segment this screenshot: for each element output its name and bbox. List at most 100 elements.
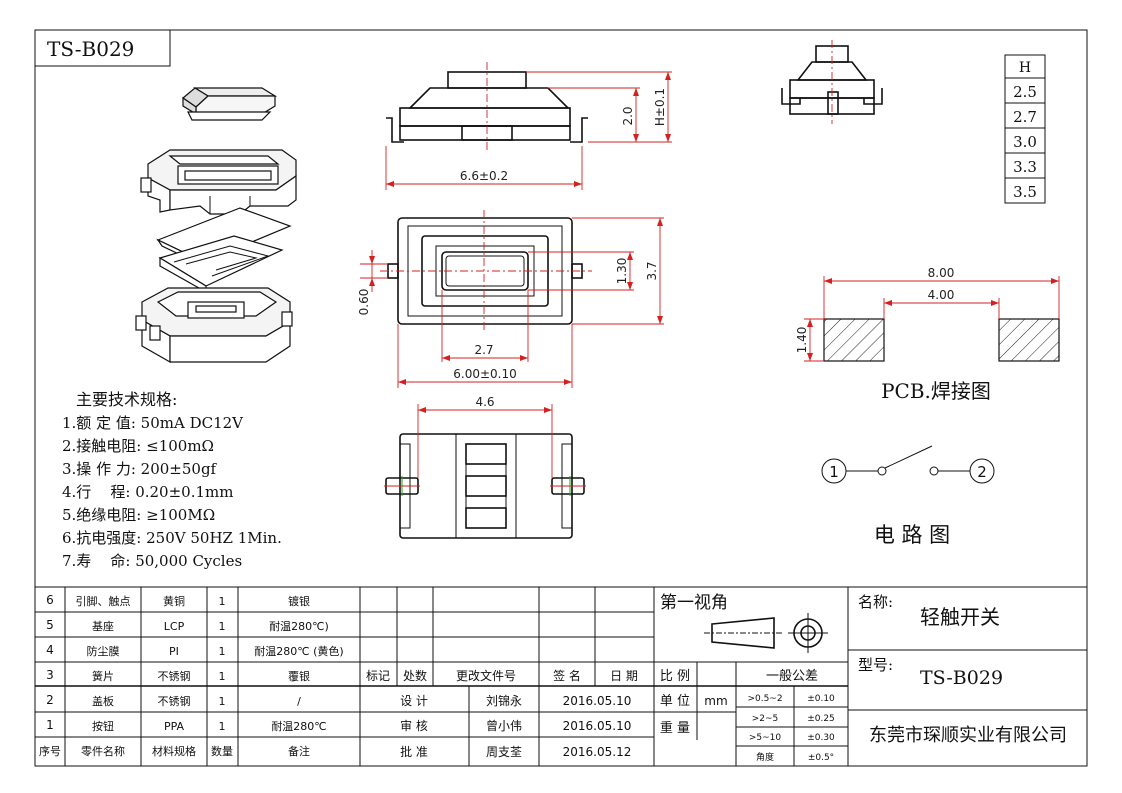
table-row: 1 按钮 PPA 1 耐温280℃ [46, 718, 327, 733]
rev-header: 签 名 [553, 668, 581, 683]
dim-bottom-4-6: 4.6 [475, 395, 494, 409]
bom-qty: 1 [219, 620, 226, 633]
product-name: 轻触开关 [920, 605, 1000, 629]
h-value: 3.0 [1013, 133, 1037, 151]
rev-person: 曾小伟 [486, 719, 522, 733]
pcb-dim-8: 8.00 [928, 266, 955, 280]
bom-header-note: 备注 [288, 744, 310, 758]
table-row: 3 簧片 不锈钢 1 覆银 [46, 668, 310, 683]
spec-item: 1.额 定 值: 50mA DC12V [62, 414, 244, 432]
pcb-pad [823, 318, 885, 362]
product-model: TS-B029 [920, 667, 1003, 689]
bom-qty: 1 [219, 695, 226, 708]
rev-header: 处数 [403, 668, 427, 683]
exploded-view [135, 87, 297, 364]
bom-note: 镀银 [288, 594, 310, 608]
bom-header-no: 序号 [39, 744, 61, 758]
dim-depth-3-7: 3.7 [645, 261, 659, 280]
unit-label: 单 位 [660, 694, 690, 709]
scale-label: 比 例 [660, 669, 690, 684]
bom-note: 耐温280℃ (黄色) [254, 644, 343, 658]
rev-date: 2016.05.10 [563, 719, 632, 733]
dim-width-side: 6.6±0.2 [460, 169, 508, 183]
pcb-pad [998, 318, 1060, 362]
tolerance-value: ±0.30 [807, 733, 835, 743]
bom-qty: 1 [219, 595, 226, 608]
bom-qty: 1 [219, 645, 226, 658]
revision-block: 标记 处数 更改文件号 签 名 日 期 设 计 刘锦永 2016.05.10 审… [366, 668, 638, 759]
pcb-layout: 8.00 4.00 1.40 PCB.焊接图 [795, 266, 1060, 403]
bom-name: 防尘膜 [87, 644, 120, 658]
bom-name: 基座 [92, 619, 114, 633]
dim-inner-1-30: 1.30 [615, 258, 629, 285]
bom-no: 1 [46, 718, 54, 732]
cover-part [140, 149, 297, 215]
tolerance-range: >0.5~2 [747, 694, 782, 704]
bom-material: 黄铜 [163, 594, 185, 608]
pcb-title: PCB.焊接图 [881, 379, 991, 403]
h-value: 2.7 [1013, 108, 1037, 126]
tolerance-range: >2~5 [752, 714, 779, 724]
node-circle-2 [969, 458, 995, 484]
tolerance-value: ±0.10 [807, 694, 835, 704]
spring-plate [158, 235, 284, 294]
tolerance-value: ±0.5° [808, 753, 834, 763]
bom-table: 6 引脚、触点 黄铜 1 镀银 5 基座 LCP 1 耐温280℃) 4 防尘膜… [39, 593, 344, 758]
bom-material: 不锈钢 [158, 695, 191, 708]
bom-header: 序号 零件名称 材料规格 数量 备注 [39, 744, 310, 758]
projection-view: 第一视角 [660, 593, 828, 653]
product-model-label: 型号: [858, 656, 893, 674]
tolerance-title: 一般公差 [766, 668, 818, 684]
bom-note: 耐温280℃) [269, 620, 329, 633]
table-row: 2 盖板 不锈钢 1 / [46, 693, 301, 708]
weight-label: 重 量 [660, 720, 690, 736]
rev-role: 设 计 [400, 694, 428, 708]
dim-height-h: H±0.1 [653, 88, 667, 126]
bom-header-name: 零件名称 [81, 744, 125, 758]
spec-item: 3.操 作 力: 200±50gf [62, 460, 218, 478]
table-row: 5 基座 LCP 1 耐温280℃) [46, 618, 329, 633]
company-name: 东莞市琛顺实业有限公司 [869, 725, 1067, 746]
bom-qty: 1 [219, 670, 226, 683]
rev-header: 日 期 [610, 669, 638, 683]
bom-note: / [297, 695, 301, 708]
table-row: 6 引脚、触点 黄铜 1 镀银 [46, 593, 310, 608]
h-value: 2.5 [1013, 83, 1037, 101]
tolerance-value: ±0.25 [807, 714, 835, 724]
bom-material: LCP [164, 620, 185, 633]
front-view [781, 40, 883, 124]
spec-item: 5.绝缘电阻: ≥100MΩ [62, 506, 215, 524]
spec-item: 2.接触电阻: ≤100mΩ [62, 437, 214, 455]
bom-no: 4 [46, 643, 54, 657]
rev-person: 刘锦永 [486, 694, 522, 708]
dim-inner-2-7: 2.7 [474, 343, 493, 357]
scale-block: 比 例 单 位 mm 重 量 一般公差 >0.5~2 ±0.10 >2~5 ±0… [660, 668, 835, 763]
bom-name: 引脚、触点 [76, 594, 131, 608]
bottom-view: 4.6 [384, 395, 586, 539]
circuit-title: 电 路 图 [874, 523, 950, 547]
sheet-frame [34, 29, 1088, 767]
spec-item: 6.抗电强度: 250V 50HZ 1Min. [62, 529, 282, 547]
tolerance-range: >5~10 [749, 733, 782, 743]
view-label: 第一视角 [660, 593, 728, 613]
dim-side-0-60: 0.60 [357, 289, 371, 316]
rev-role: 批 准 [400, 744, 428, 759]
side-view: 6.6±0.2 2.0 H±0.1 [385, 62, 672, 190]
bom-name: 簧片 [92, 669, 114, 683]
unit-value: mm [704, 694, 727, 708]
dim-width-top: 6.00±0.10 [453, 367, 517, 381]
spec-item: 7.寿 命: 50,000 Cycles [62, 552, 242, 570]
rev-date: 2016.05.12 [563, 745, 632, 759]
h-value: 3.3 [1013, 158, 1037, 176]
top-view: 1.30 3.7 0.60 2.7 6.00±0.10 [357, 210, 664, 388]
circuit-diagram: 1 2 电 路 图 [821, 445, 995, 547]
bom-name: 按钮 [92, 719, 114, 733]
bom-qty: 1 [219, 720, 226, 733]
bom-header-material: 材料规格 [152, 744, 196, 758]
projection-circle-icon [788, 613, 828, 653]
pcb-dim-4: 4.00 [928, 288, 955, 302]
bom-header-qty: 数量 [211, 745, 233, 758]
bom-material: 不锈钢 [158, 670, 191, 683]
table-row: 4 防尘膜 PI 1 耐温280℃ (黄色) [46, 643, 344, 658]
bom-material: PPA [164, 720, 185, 733]
